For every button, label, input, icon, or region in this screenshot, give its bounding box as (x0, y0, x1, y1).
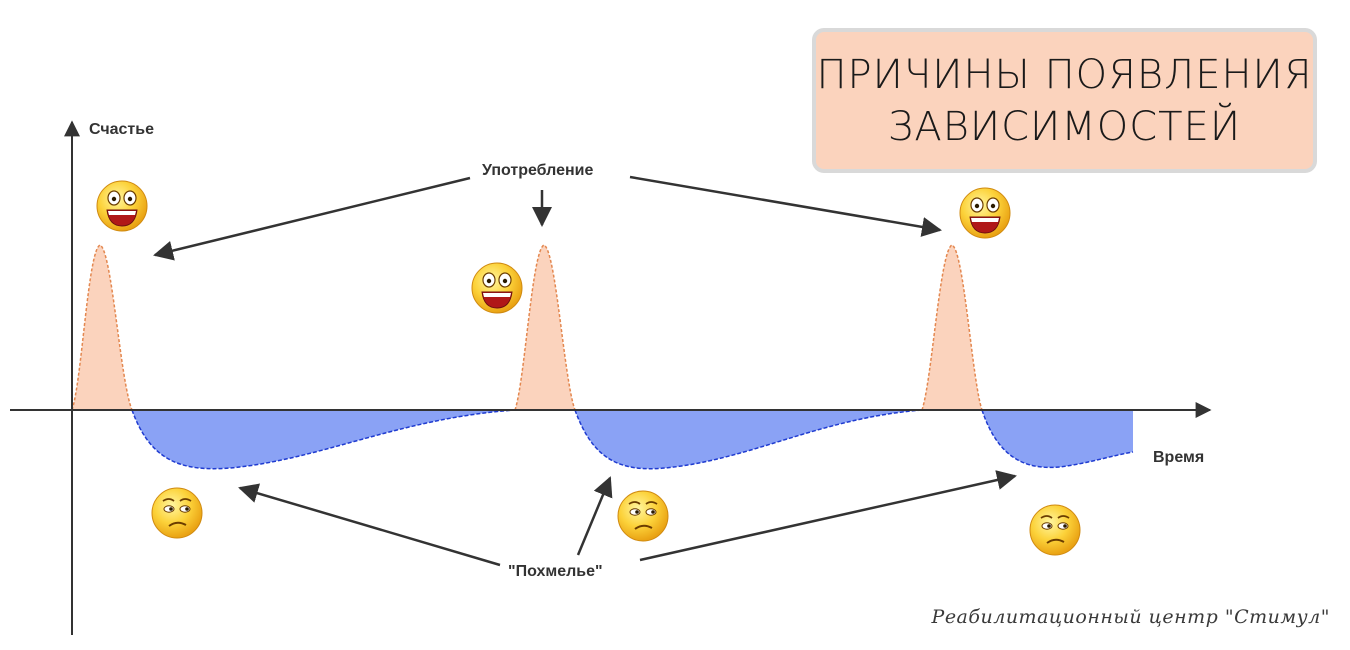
peak-1 (70, 244, 134, 411)
dip-1-outline (131, 409, 516, 470)
laughing-emoji-icon (96, 180, 148, 232)
displeased-emoji-icon (151, 487, 203, 539)
peak-2 (513, 244, 577, 411)
dip-3-outline (981, 409, 1134, 469)
hangover-arrows (238, 470, 1017, 567)
laughing-emoji-icon (959, 187, 1011, 239)
use-arrow-3 (629, 175, 942, 237)
displeased-emoji-icon (1029, 504, 1081, 556)
laughing-emoji-icon (471, 262, 523, 314)
dip-1 (132, 410, 515, 469)
peak-3 (920, 244, 984, 411)
hangover-arrow-2 (576, 476, 613, 556)
footer-credit: Реабилитационный центр "Стимул" (931, 606, 1330, 628)
hangover-arrow-1 (238, 483, 501, 567)
dip-2 (575, 410, 922, 469)
hangover-arrow-3 (639, 470, 1017, 562)
y-axis-label: Счастье (89, 121, 154, 138)
hangover-label: "Похмелье" (508, 563, 603, 580)
title-line-2: ЗАВИСИМОСТЕЙ (887, 103, 1242, 150)
use-arrows (153, 175, 942, 261)
dip-2-outline (574, 409, 923, 470)
use-arrow-1 (153, 176, 471, 261)
axes (10, 120, 1212, 635)
hangover-dips (131, 409, 1134, 470)
title-box: ПРИЧИНЫ ПОЯВЛЕНИЯ ЗАВИСИМОСТЕЙ (812, 28, 1317, 173)
dip-3 (982, 410, 1133, 468)
x-axis-label: Время (1153, 449, 1205, 466)
use-label: Употребление (482, 162, 594, 179)
displeased-emoji-icon (617, 490, 669, 542)
happiness-peaks (70, 244, 984, 411)
title-line-1: ПРИЧИНЫ ПОЯВЛЕНИЯ (816, 51, 1313, 98)
